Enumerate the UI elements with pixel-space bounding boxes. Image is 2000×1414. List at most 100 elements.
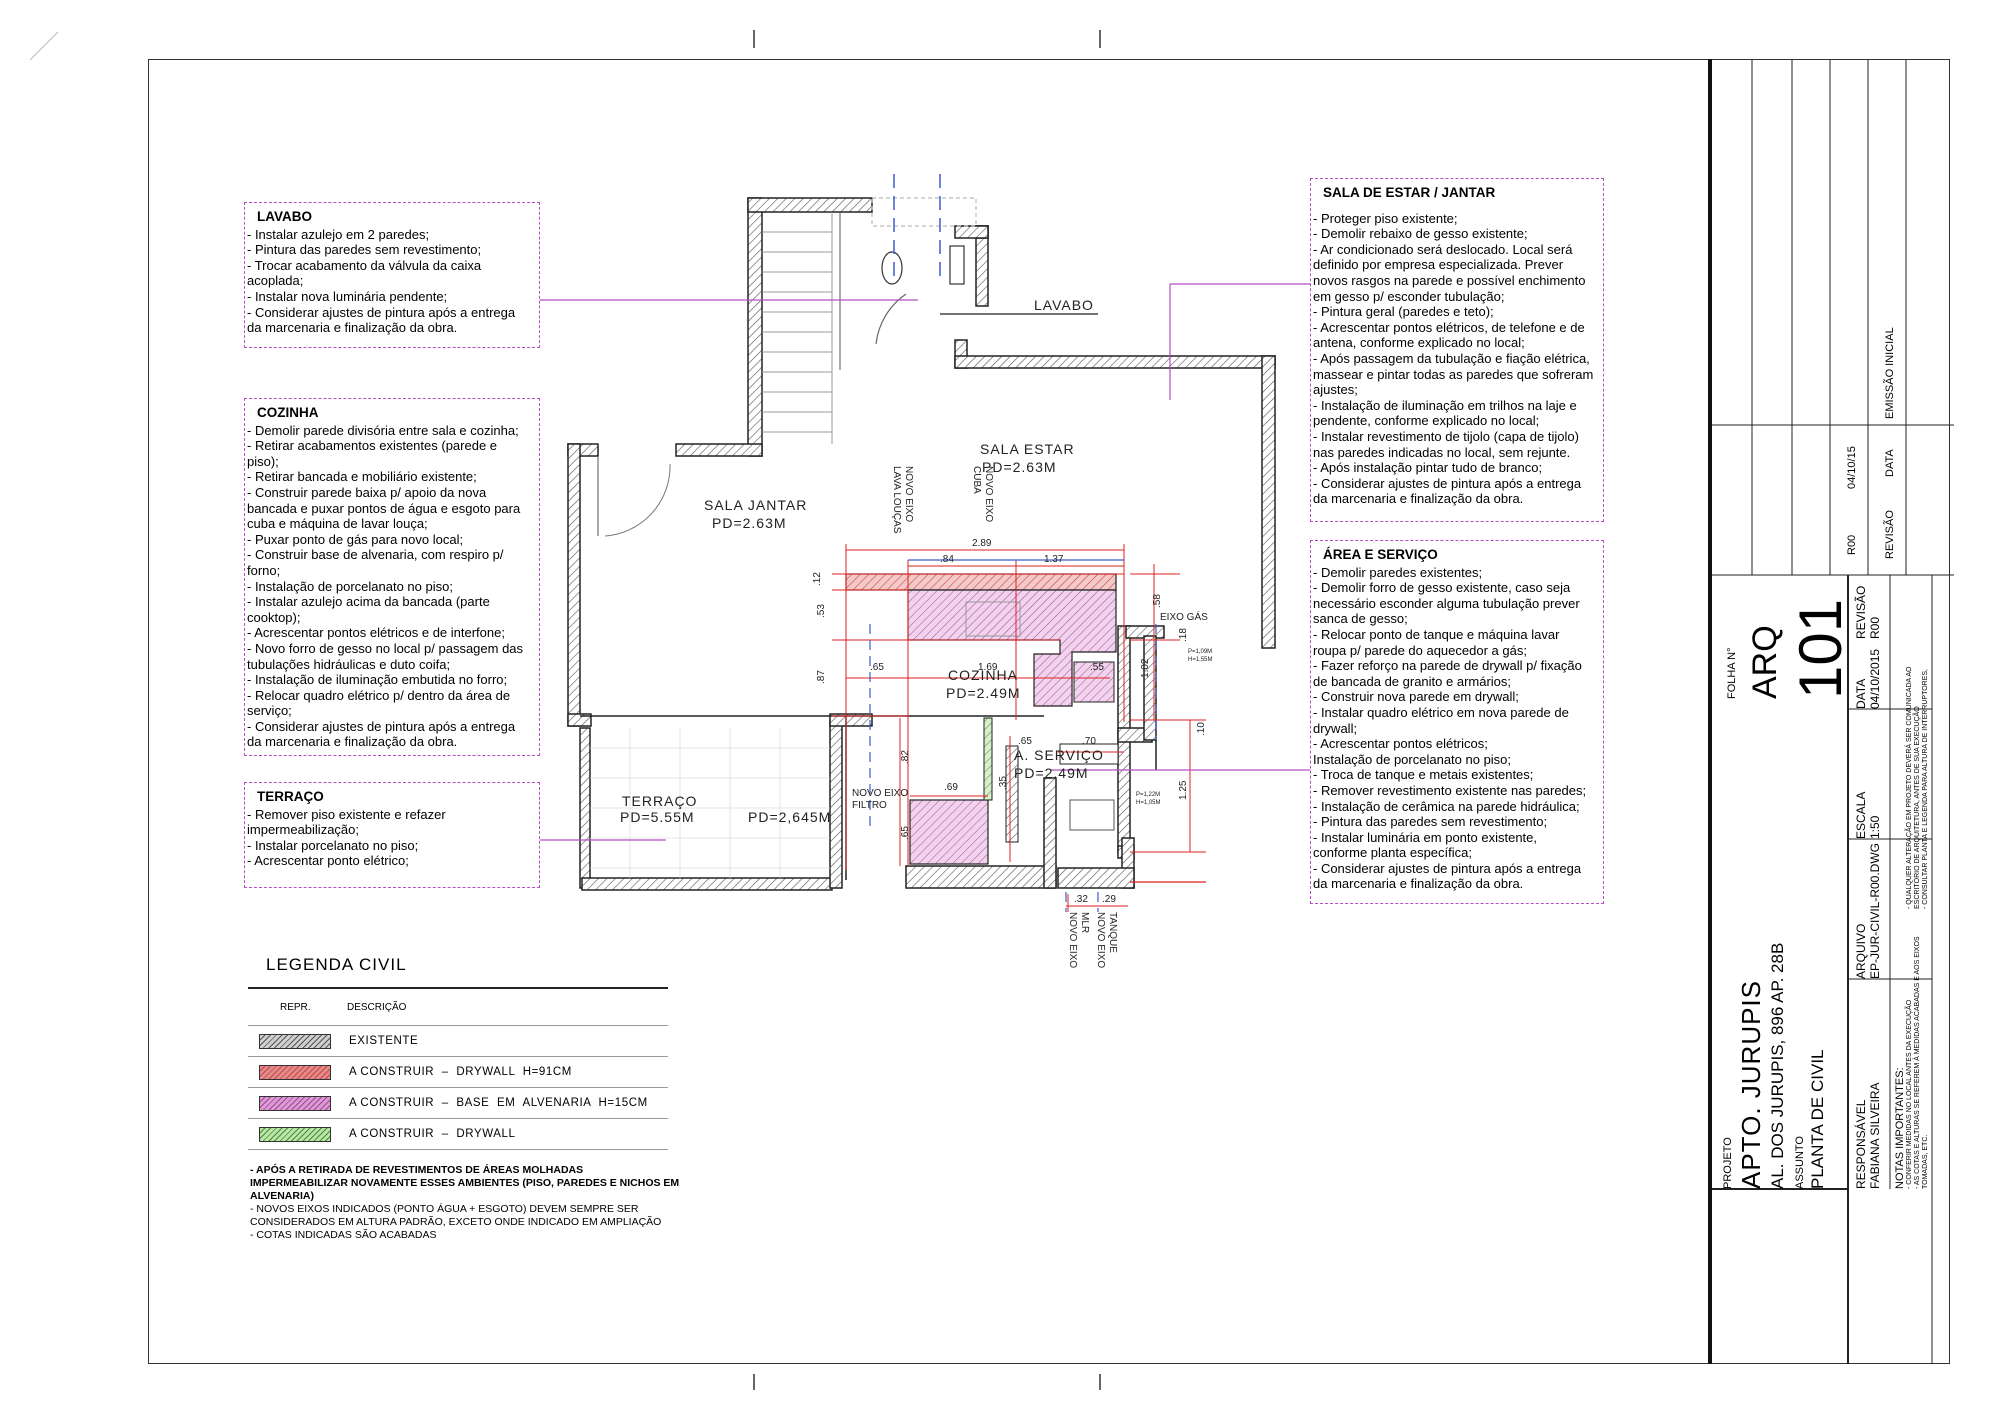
responsavel: FABIANA SILVEIRA [1868, 1082, 1882, 1190]
legend-col-repr: REPR. [280, 1001, 311, 1013]
note-line: em gesso p/ esconder tubulação; [1313, 288, 1505, 304]
note-line: - Trocar acabamento da válvula da caixa [247, 257, 482, 273]
legend-label: A CONSTRUIR – BASE EM ALVENARIA H=15CM [349, 1097, 648, 1109]
label-sala-jantar: SALA JANTAR [704, 497, 807, 513]
note-line: acoplada; [247, 273, 304, 289]
note-lines: - Proteger piso existente;- Demolir reba… [1313, 211, 1601, 507]
dim-text: .18 [1178, 628, 1189, 642]
revisao: R00 [1868, 616, 1882, 639]
label-sala-estar: SALA ESTAR [980, 441, 1075, 457]
note-line: - Acrescentar ponto elétrico; [247, 853, 409, 869]
note-line: - Instalar quadro elétrico em nova pared… [1313, 704, 1569, 720]
note-line: - Pintura das paredes sem revestimento; [247, 242, 482, 258]
note-line: - Retirar bancada e mobiliário existente… [247, 469, 477, 485]
dim-text: .55 [1090, 662, 1104, 673]
legend-swatch [259, 1064, 331, 1080]
label-novo-eixo-filtro: NOVO EIXO [852, 788, 908, 799]
assunto-label: ASSUNTO [1794, 1136, 1806, 1189]
note-line: - Construir nova parede em drywall; [1313, 689, 1519, 705]
note-line: drywall; [1313, 720, 1358, 736]
rev-date: 04/10/15 [1846, 446, 1858, 489]
note-line: necessário esconder alguma tubulação pre… [1313, 595, 1580, 611]
dim-text: .65 [1018, 736, 1032, 747]
note-line: - Instalar luminária em ponto existente, [1313, 829, 1537, 845]
note-line: - Acrescentar pontos elétricos; [1313, 736, 1488, 752]
dim-text: .87 [816, 670, 827, 684]
sheet-border [148, 59, 1950, 1364]
note-line: - Instalar nova luminária pendente; [247, 288, 448, 304]
note-line: bancada e puxar pontos de água e esgoto … [247, 500, 521, 516]
walls-existing [567, 197, 1276, 891]
label-lava-loucas: LAVA LOUÇAS [891, 466, 902, 534]
note-line: - Instalar azulejo acima da bancada (par… [247, 594, 490, 610]
note-line: - Acrescentar pontos elétricos e de inte… [247, 625, 505, 641]
note-line: - Acrescentar pontos elétricos, de telef… [1313, 319, 1585, 335]
note-line: - Considerar ajustes de pintura após a e… [1313, 475, 1582, 491]
note-line: da marcenaria e finalização da obra. [1313, 491, 1524, 507]
legend-note-bold: - APÓS A RETIRADA DE REVESTIMENTOS DE ÁR… [250, 1164, 680, 1202]
folha-label: FOLHA N° [1726, 647, 1738, 699]
legend-note: - COTAS INDICADAS SÃO ACABADAS [250, 1229, 437, 1241]
escala: 1:50 [1868, 815, 1882, 839]
note-lines: - Demolir parede divisória entre sala e … [247, 423, 537, 750]
label-terraco-pd: PD=5.55M [620, 809, 695, 825]
note-line: - Instalar revestimento de tijolo (capa … [1313, 428, 1579, 444]
legend-item: A CONSTRUIR – DRYWALL [248, 1119, 668, 1150]
note-line: - Proteger piso existente; [1313, 210, 1458, 226]
dim-text: .65 [900, 826, 911, 840]
note-line: cooktop); [247, 609, 301, 625]
note-line: - Instalar azulejo em 2 paredes; [247, 226, 430, 242]
dim-text: .65 [870, 662, 884, 673]
note-line: - Considerar ajustes de pintura após a e… [247, 304, 516, 320]
note-lines: - Demolir paredes existentes;- Demolir f… [1313, 565, 1601, 892]
label-eixo-gas-p: P=1,09M [1188, 649, 1212, 655]
note-line: - Considerar ajustes de pintura após a e… [1313, 860, 1582, 876]
dim-text: .84 [940, 554, 954, 565]
note-line: de bancada de granito e armários; [1313, 673, 1512, 689]
nota: TOMADAS, ETC. [1922, 1134, 1929, 1189]
note-line: - Novo forro de gesso no local p/ passag… [247, 640, 524, 656]
label-cuba: CUBA [971, 466, 982, 494]
note-line: - Instalação de iluminação embutida no f… [247, 672, 508, 688]
label-novo-eixo-cuba: NOVO EIXO [983, 466, 994, 522]
label-sala-estar-pd: PD=2.63M [982, 459, 1057, 475]
note-line: - Retirar acabamentos existentes (parede… [247, 438, 498, 454]
note-line: - Demolir paredes existentes; [1313, 564, 1483, 580]
note-line: roupa p/ parede do aquecedor a gás; [1313, 642, 1527, 658]
legend-title: LEGENDA CIVIL [248, 955, 668, 989]
note-line: - Pintura das paredes sem revestimento; [1313, 814, 1548, 830]
note-leaders [540, 283, 1310, 841]
legend-swatch [259, 1095, 331, 1111]
note-line: conforme planta específica; [1313, 845, 1472, 861]
legend-label: EXISTENTE [349, 1035, 419, 1047]
dim-text: .12 [812, 572, 823, 586]
note-line: - Demolir parede divisória entre sala e … [247, 422, 519, 438]
note-line: serviço; [247, 703, 292, 719]
legend-swatch [259, 1126, 331, 1142]
dim-text: 1.02 [1140, 658, 1151, 678]
note-title: LAVABO [257, 209, 312, 224]
nota: ESCRITÓRIO DE ARQUITETURA, ANTES DE SUA … [1914, 706, 1921, 909]
data-label: DATA [1854, 678, 1868, 709]
note-line: da marcenaria e finalização da obra. [247, 734, 458, 750]
note-line: - Construir base de alvenaria, com respi… [247, 547, 504, 563]
legend-notes: - APÓS A RETIRADA DE REVESTIMENTOS DE ÁR… [250, 1164, 680, 1242]
dim-text: .69 [944, 782, 958, 793]
note-line: - Troca de tanque e metais existentes; [1313, 767, 1534, 783]
dim-text: .53 [816, 604, 827, 618]
legend-label: A CONSTRUIR – DRYWALL H=91CM [349, 1066, 572, 1078]
note-lines: - Instalar azulejo em 2 paredes;- Pintur… [247, 227, 537, 336]
projeto-label: PROJETO [1722, 1137, 1734, 1189]
note-title: COZINHA [257, 405, 319, 420]
title-block: REVISÃO DATA R00 04/10/15 EMISSÃO INICIA… [1708, 59, 1954, 1364]
note-title: SALA DE ESTAR / JANTAR [1323, 185, 1496, 200]
label-filtro: FILTRO [852, 800, 887, 811]
note-line: ajustes; [1313, 382, 1358, 398]
label-terraco: TERRAÇO [622, 793, 697, 809]
legend-label: A CONSTRUIR – DRYWALL [349, 1128, 516, 1140]
label-cozinha: COZINHA [948, 667, 1018, 683]
note-line: definido por empresa especializada. Prev… [1313, 257, 1564, 273]
label-sala-jantar-pd: PD=2.63M [712, 515, 787, 531]
note-lavabo: LAVABO - Instalar azulejo em 2 paredes;-… [244, 202, 540, 348]
lavabo-room [871, 174, 1098, 345]
